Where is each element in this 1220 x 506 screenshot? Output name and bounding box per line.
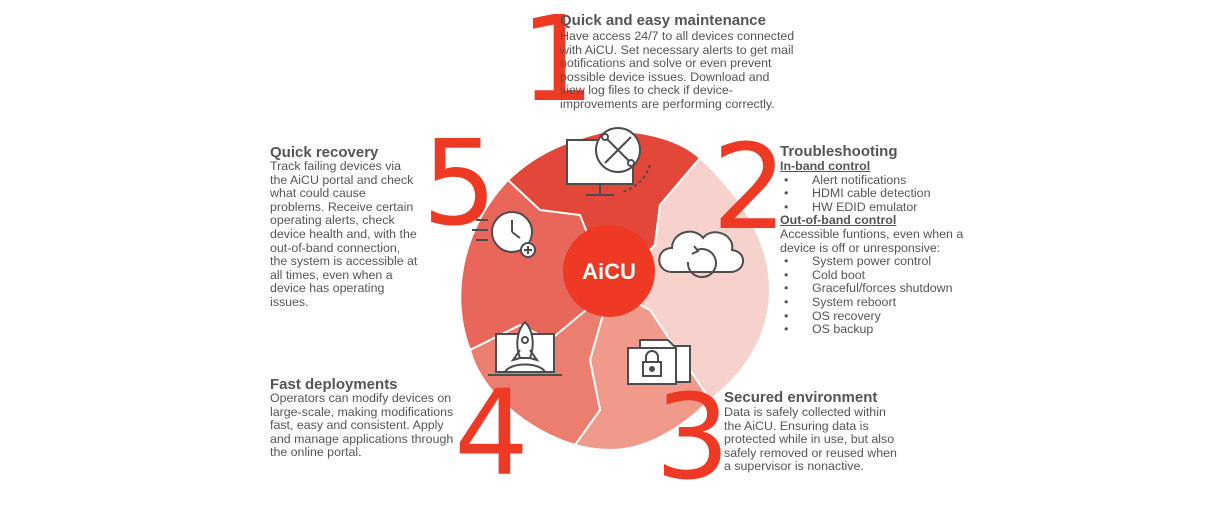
step-number-5: 5 <box>422 114 498 252</box>
step-number-4: 4 <box>454 364 530 502</box>
out-band-title: Out-of-band control <box>780 213 897 228</box>
list-item: Alert notifications <box>780 173 965 188</box>
step-body-1: Have access 24/7 to all devices connecte… <box>560 29 795 111</box>
list-item: System reboort <box>780 295 965 310</box>
step-number-1: 1 <box>520 0 596 128</box>
list-item: HW EDID emulator <box>780 200 965 215</box>
in-band-list: Alert notifications HDMI cable detection… <box>780 173 965 215</box>
in-band-title: In-band control <box>780 159 871 173</box>
monitor-tools-icon <box>566 127 651 196</box>
secure-folder-icon <box>627 339 691 385</box>
list-item: OS recovery <box>780 309 965 324</box>
laptop-rocket-icon <box>488 320 562 376</box>
step-title-5: Quick recovery <box>270 144 379 161</box>
cloud-refresh-icon <box>658 230 744 279</box>
list-item: System power control <box>780 255 965 269</box>
center-circle <box>563 225 655 317</box>
step-title-3: Secured environment <box>724 389 878 406</box>
out-band-body: Accessible funtions, even when a device … <box>780 226 964 255</box>
list-item: Graceful/forces shutdown <box>780 282 965 296</box>
step-number-2: 2 <box>712 118 788 256</box>
step-number-3: 3 <box>655 368 731 506</box>
center-logo: AiCU <box>582 259 636 284</box>
step-body-3: Data is safely collected within the AiCU… <box>724 405 897 474</box>
out-band-list: System power control Cold boot Graceful/… <box>780 255 965 337</box>
list-item: Cold boot <box>780 268 965 283</box>
step-title-4: Fast deployments <box>270 376 398 393</box>
step-body-2: In-band control Alert notifications HDMI… <box>780 159 965 337</box>
step-body-5: Track failing devices via the AiCU porta… <box>270 159 418 309</box>
step-title-1: Quick and easy maintenance <box>560 12 766 29</box>
wheel-segment-2 <box>608 156 772 402</box>
step-body-4: Operators can modify devices on large-sc… <box>270 391 454 460</box>
step-title-2: Troubleshooting <box>780 143 898 160</box>
list-item: HDMI cable detection <box>780 187 965 201</box>
fast-clock-icon <box>472 211 536 258</box>
list-item: OS backup <box>780 323 965 337</box>
